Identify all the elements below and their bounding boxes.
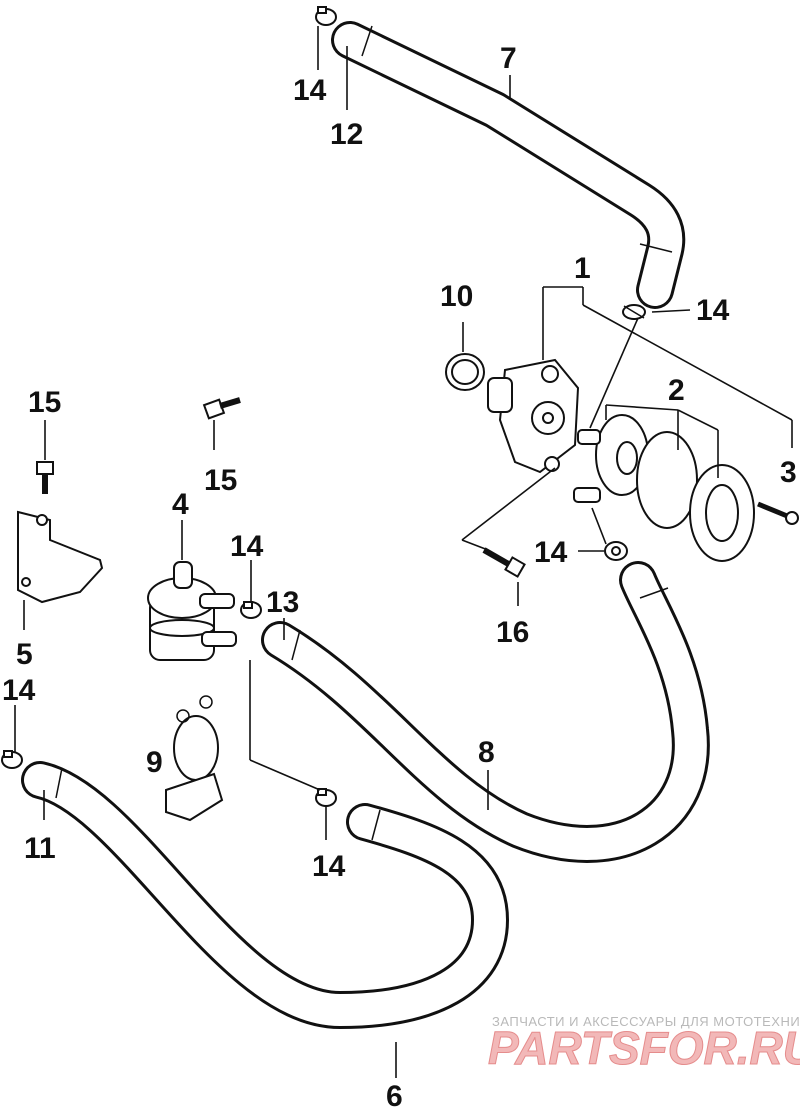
callout-10: 10 <box>440 280 473 313</box>
holder-9 <box>165 695 224 822</box>
callout-14-bottom: 14 <box>312 850 346 883</box>
callout-5: 5 <box>16 638 33 671</box>
o-ring-10 <box>445 353 485 391</box>
callout-4: 4 <box>172 488 189 521</box>
clamp-top <box>315 6 337 26</box>
callout-9: 9 <box>146 746 163 779</box>
watermark: ЗАПЧАСТИ И АКСЕССУАРЫ ДЛЯ МОТОТЕХНИКИ PA… <box>488 1014 800 1075</box>
fuel-pump-body <box>487 358 580 474</box>
clamp-left <box>1 750 23 769</box>
clamp-pump-bottom <box>604 541 628 561</box>
hose-8 <box>261 561 710 863</box>
leader-lines <box>14 26 793 1078</box>
watermark-tagline: ЗАПЧАСТИ И АКСЕССУАРЫ ДЛЯ МОТОТЕХНИКИ <box>492 1014 800 1029</box>
bolt-15-left <box>36 461 54 494</box>
callouts: 1 2 3 4 5 6 7 8 9 10 11 12 13 14 14 14 1… <box>2 42 797 1108</box>
callout-12: 12 <box>330 118 363 151</box>
clamp-filter <box>240 601 262 619</box>
callout-14-filter: 14 <box>230 530 264 563</box>
hose-6 <box>21 761 509 1029</box>
callout-15-mid: 15 <box>204 464 237 497</box>
bolt-15-mid <box>202 397 241 420</box>
watermark-logo: PARTSFOR.RU <box>488 1022 800 1074</box>
callout-14-pump-bottom: 14 <box>534 536 568 569</box>
clamp-pump-top <box>622 304 646 320</box>
callout-16: 16 <box>496 616 529 649</box>
screw-3 <box>757 501 799 525</box>
callout-14-pump-top: 14 <box>696 294 730 327</box>
hose-7 <box>331 21 686 309</box>
fuel-filter-4 <box>147 561 237 661</box>
gasket-2 <box>689 464 755 562</box>
callout-2: 2 <box>668 374 685 407</box>
callout-1: 1 <box>574 252 591 285</box>
callout-14-top: 14 <box>293 74 327 107</box>
callout-8: 8 <box>478 736 495 769</box>
diaphragm-2 <box>636 431 698 529</box>
callout-7: 7 <box>500 42 517 75</box>
pump-cover-2 <box>573 414 649 503</box>
callout-11: 11 <box>24 832 56 865</box>
callout-13: 13 <box>266 586 299 619</box>
callout-14-left: 14 <box>2 674 36 707</box>
callout-6: 6 <box>386 1080 403 1108</box>
callout-3: 3 <box>780 456 797 489</box>
clamp-bottom <box>315 788 337 807</box>
bracket-5 <box>17 510 104 604</box>
bolt-16 <box>482 547 526 578</box>
callout-15-left: 15 <box>28 386 61 419</box>
